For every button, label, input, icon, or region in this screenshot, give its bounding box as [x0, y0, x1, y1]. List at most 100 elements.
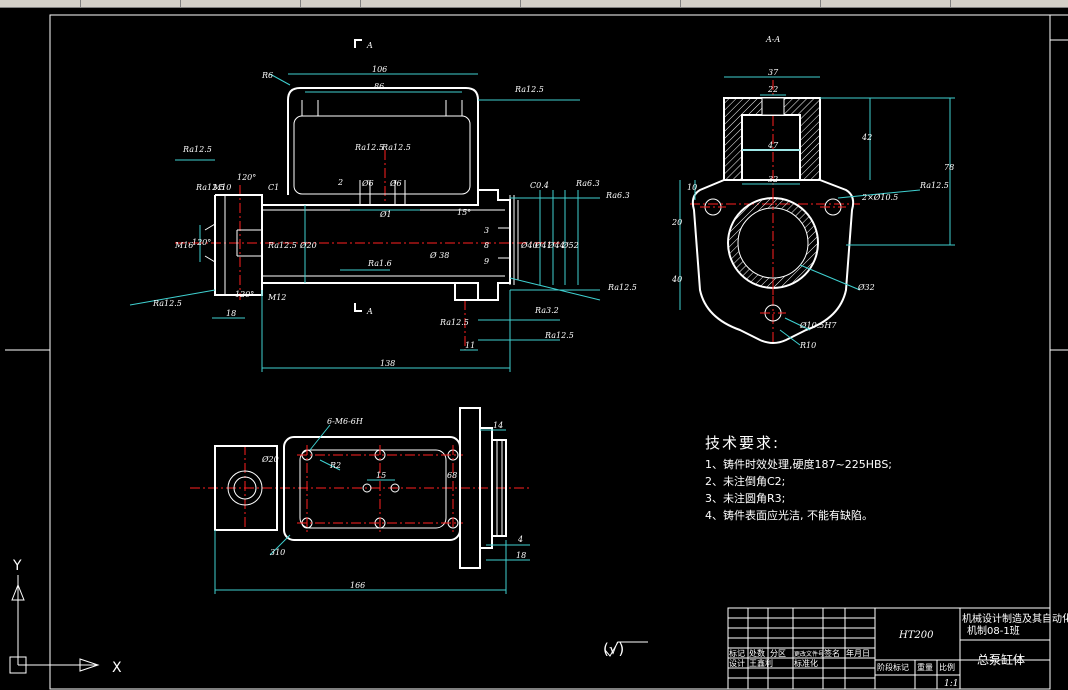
- rough-ra125-a: Ra12.5: [514, 85, 544, 94]
- dim-120-left: 120°: [192, 238, 211, 247]
- dim-120-top: 120°: [237, 173, 256, 182]
- tb-hdr-4: 签名: [824, 648, 840, 658]
- sec-dim-78: 78: [944, 163, 954, 172]
- tb-school: 机械设计制造及其自动化: [962, 612, 1068, 625]
- sec-dia-32: Ø32: [857, 283, 875, 292]
- tb-hdr-0: 标记: [729, 648, 745, 658]
- section-title: A-A: [765, 35, 780, 44]
- dim-86: 86: [374, 82, 384, 91]
- note-3: 3、未注圆角R3;: [705, 492, 786, 505]
- sec-dia-10: Ø10.5H7: [799, 321, 837, 330]
- front-view[interactable]: A A 106 86 138 18 11 120° 120° 120° M16 …: [129, 39, 637, 372]
- tb-hdr-2: 分区: [770, 649, 786, 658]
- sec-dim-47: 47: [767, 141, 779, 150]
- dim-3: 3: [484, 226, 489, 235]
- dim-11: 11: [465, 341, 475, 350]
- dia-6b: Ø6: [389, 179, 402, 188]
- top-dim-4: 4: [517, 535, 523, 544]
- technical-requirements: 技术要求: 1、铸件时效处理,硬度187~225HBS; 2、未注倒角C2; 3…: [705, 432, 892, 524]
- dia-40: Ø40: [520, 241, 538, 250]
- dia-41: Ø41: [534, 241, 552, 250]
- top-view[interactable]: 6-M6-6H R2 Ø20 15 68 14 4 18 310 166: [190, 407, 530, 594]
- thread-m16: M16: [174, 241, 193, 250]
- tb-stage: 阶段标记: [877, 662, 909, 672]
- sec-dim-20: 20: [671, 218, 682, 227]
- sec-dim-37: 37: [768, 68, 779, 77]
- sec-dim-40: 40: [671, 275, 682, 284]
- cut-label-bottom: A: [366, 307, 373, 316]
- top-dim-68: 68: [447, 471, 457, 480]
- note-1: 1、铸件时效处理,硬度187~225HBS;: [705, 458, 893, 471]
- cut-label-top: A: [366, 41, 373, 50]
- dim-9: 9: [484, 257, 489, 266]
- dim-8: 8: [484, 241, 489, 250]
- chamfer-c1: C1: [268, 183, 279, 192]
- tb-design-name: 王鑫利: [749, 658, 773, 668]
- tb-standard: 标准化: [794, 658, 818, 668]
- tb-ratio: 比例: [939, 662, 955, 672]
- sec-ra125: Ra12.5: [919, 181, 949, 190]
- top-dim-15: 15: [376, 471, 386, 480]
- default-roughness-symbol: [604, 641, 648, 657]
- ucs-icon: Y X: [9, 558, 122, 676]
- top-dim-166: 166: [350, 581, 365, 590]
- rough-ra125-i: Ra12.5: [607, 283, 637, 292]
- top-dim-14: 14: [493, 421, 503, 430]
- tb-hdr-3: 更改文件号: [794, 650, 824, 658]
- top-dia-20: Ø20: [261, 455, 279, 464]
- window-top-strip: [0, 0, 1068, 8]
- tb-hdr-5: 年月日: [846, 648, 870, 658]
- rough-ra32: Ra3.2: [534, 306, 559, 315]
- tb-scale: 1:1: [944, 679, 958, 689]
- top-tap-holes: 6-M6-6H: [327, 417, 364, 426]
- sec-dim-22: 22: [767, 85, 778, 94]
- dim-18: 18: [226, 309, 236, 318]
- tb-material: HT200: [898, 630, 934, 641]
- rough-ra125-g: Ra12.5: [381, 143, 411, 152]
- rough-ra125-e: Ra12.5: [152, 299, 182, 308]
- thread-m12: M12: [267, 293, 286, 302]
- tb-part-name: 总泵缸体: [977, 652, 1025, 667]
- tb-hdr-1: 处数: [749, 648, 765, 658]
- dim-2: 2: [337, 178, 343, 187]
- tb-design: 设计: [729, 658, 745, 668]
- note-4: 4、铸件表面应光洁, 不能有缺陷。: [705, 509, 873, 522]
- dim-138: 138: [380, 359, 395, 368]
- section-view-aa[interactable]: A-A 37 22 47 32 42 78 10 20 40 2×Ø10.5 R…: [671, 35, 955, 350]
- rough-ra125-d: Ra12.5: [267, 241, 297, 250]
- sec-dim-32: 32: [768, 175, 778, 184]
- top-dim-18: 18: [516, 551, 526, 560]
- thread-m10: M10: [212, 183, 231, 192]
- dia-6a: Ø6: [361, 179, 374, 188]
- dia-1: Ø1: [379, 210, 392, 219]
- rough-symbol-text: (√): [603, 640, 625, 658]
- drawing-frame: [5, 14, 1068, 690]
- chamfer-c04: C0.4: [530, 181, 549, 190]
- rough-ra125-f: Ra12.5: [354, 143, 384, 152]
- rough-ra125-c: Ra12.5: [195, 183, 225, 192]
- tb-class: 机制08-1班: [967, 624, 1020, 637]
- sec-dim-10: 10: [687, 183, 697, 192]
- rough-ra125-h: Ra12.5: [439, 318, 469, 327]
- dia-44: Ø44: [547, 241, 565, 250]
- top-radius-2: R2: [329, 461, 341, 470]
- dia-38: Ø 38: [429, 251, 449, 260]
- dia-20: Ø20: [299, 241, 317, 250]
- rough-ra125-b: Ra12.5: [182, 145, 212, 154]
- sec-holes: 2×Ø10.5: [861, 193, 898, 202]
- rough-ra16: Ra1.6: [367, 259, 392, 268]
- rough-ra63-b: Ra6.3: [605, 191, 630, 200]
- dim-120-bottom: 120°: [235, 290, 254, 299]
- title-block[interactable]: HT200 机械设计制造及其自动化 机制08-1班 总泵缸体 1:1 标记 处数…: [727, 607, 1068, 690]
- dia-52: Ø52: [561, 241, 579, 250]
- ucs-y-label: Y: [12, 558, 22, 574]
- sec-radius-10: R10: [799, 341, 816, 350]
- sec-dim-42: 42: [861, 133, 872, 142]
- dim-106: 106: [372, 65, 387, 74]
- rough-ra125-j: Ra12.5: [544, 331, 574, 340]
- radius-r6: R6: [261, 71, 273, 80]
- rough-ra63-a: Ra6.3: [575, 179, 600, 188]
- angle-15: 15°: [457, 208, 471, 217]
- notes-title: 技术要求:: [705, 434, 781, 452]
